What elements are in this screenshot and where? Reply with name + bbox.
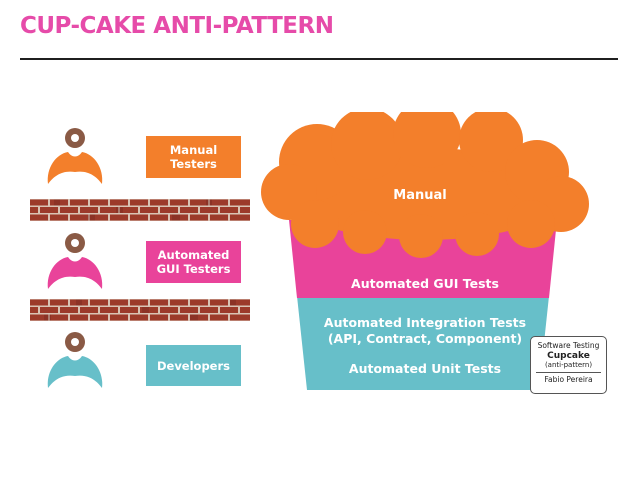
badge-author: Fabio Pereira bbox=[544, 375, 593, 384]
integration-tests-label-line2: (API, Contract, Component) bbox=[327, 331, 523, 346]
manual-testers-label-line2: Testers bbox=[170, 157, 217, 171]
unit-tests-label: Automated Unit Tests bbox=[348, 361, 502, 376]
badge-divider bbox=[536, 372, 601, 373]
manual-testers-label-line1: Manual bbox=[169, 143, 218, 157]
title-divider bbox=[20, 58, 618, 60]
brick-wall-upper bbox=[30, 199, 250, 221]
manual-tester-person-icon bbox=[47, 128, 103, 184]
integration-tests-label-line1: Automated Integration Tests bbox=[323, 315, 527, 330]
badge-line1: Software Testing bbox=[537, 341, 600, 350]
gui-testers-label-line1: Automated bbox=[157, 248, 230, 262]
cupcake-diagram bbox=[261, 112, 589, 390]
frosting-cloud bbox=[261, 112, 589, 258]
slide-title: CUP-CAKE ANTI-PATTERN bbox=[20, 13, 334, 39]
badge-line2: Cupcake bbox=[547, 351, 590, 361]
gui-tester-person-icon bbox=[47, 233, 103, 289]
gui-testers-label-line2: GUI Testers bbox=[156, 262, 231, 276]
manual-layer-label: Manual bbox=[393, 188, 447, 203]
brick-wall-lower bbox=[30, 299, 250, 321]
developers-label: Developers bbox=[156, 358, 231, 373]
badge-line3: (anti-pattern) bbox=[544, 361, 593, 369]
developers-box: Developers bbox=[146, 345, 241, 386]
gui-tests-label: Automated GUI Tests bbox=[351, 276, 499, 291]
developer-person-icon bbox=[47, 332, 103, 388]
unit-integration-layer bbox=[297, 296, 549, 390]
cupcake-badge: Software Testing Cupcake (anti-pattern) … bbox=[530, 336, 607, 394]
